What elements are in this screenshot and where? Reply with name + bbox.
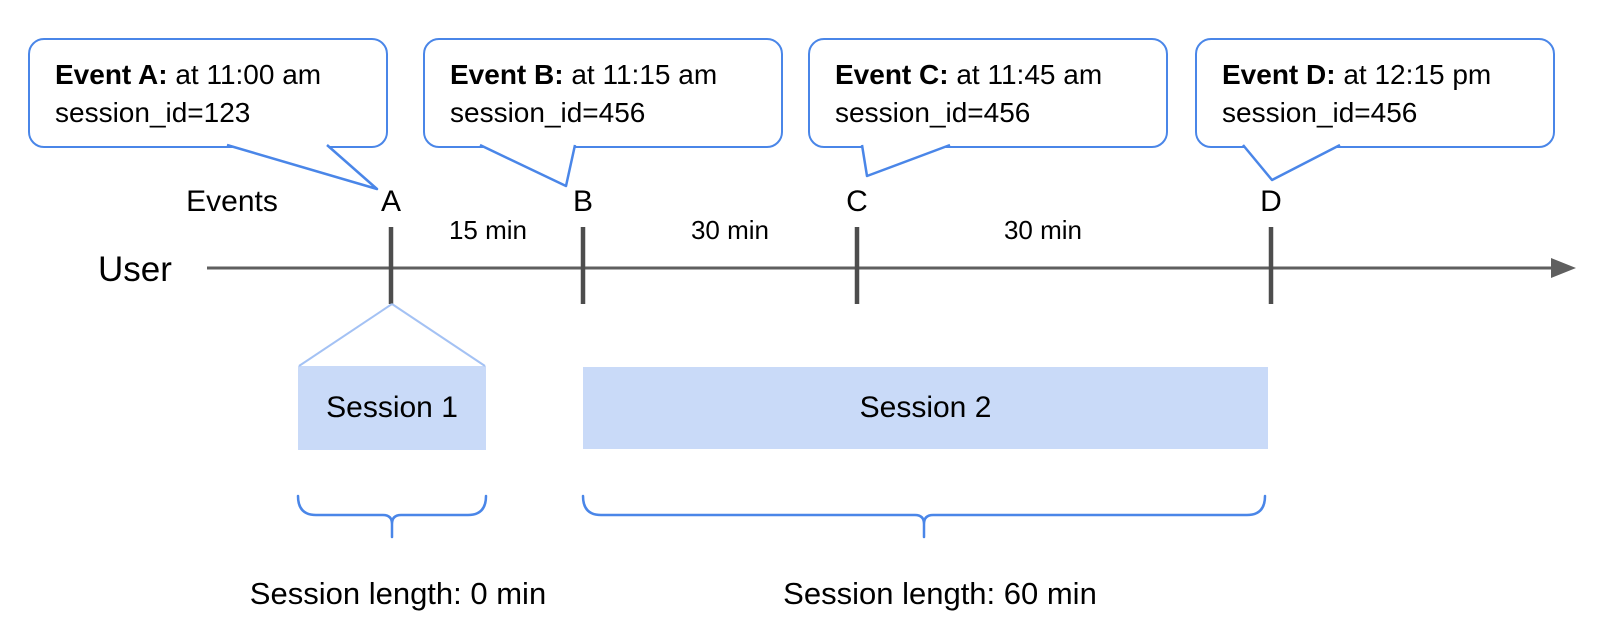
callout-event-b-time: at 11:15 am (563, 59, 718, 90)
callout-event-c-line1: Event C: at 11:45 am (835, 56, 1146, 94)
session-1-label: Session 1 (326, 391, 458, 424)
callout-event-b-line1: Event B: at 11:15 am (450, 56, 761, 94)
session-1-brace (296, 494, 488, 539)
timeline-arrowhead-icon (1551, 258, 1576, 278)
callout-event-a-time: at 11:00 am (167, 59, 322, 90)
callout-event-b-title: Event B: (450, 59, 564, 90)
event-letter-c: C (846, 185, 868, 218)
callout-b-tail (479, 143, 577, 188)
interval-b-c-label: 30 min (690, 215, 770, 245)
session-2-label: Session 2 (859, 391, 992, 424)
callout-event-c: Event C: at 11:45 am session_id=456 (808, 38, 1168, 148)
session-2-length-label: Session length: 60 min (783, 576, 1097, 611)
callout-event-a-session-id: session_id=123 (55, 97, 251, 128)
callout-event-c-session-id: session_id=456 (835, 97, 1031, 128)
callout-d-tail (1242, 143, 1341, 182)
session-1-box: Session 1 (298, 366, 486, 450)
session-1-length-label: Session length: 0 min (249, 576, 547, 611)
callout-event-a-line1: Event A: at 11:00 am (55, 56, 366, 94)
callout-event-c-title: Event C: (835, 59, 949, 90)
user-axis-label: User (98, 250, 172, 289)
callout-event-d-title: Event D: (1222, 59, 1336, 90)
interval-c-d-label: 30 min (1003, 215, 1083, 245)
event-letter-b: B (572, 185, 594, 218)
event-letter-a: A (380, 185, 402, 218)
callout-a-tail (226, 143, 379, 191)
callout-event-a: Event A: at 11:00 am session_id=123 (28, 38, 388, 148)
callout-event-d-line1: Event D: at 12:15 pm (1222, 56, 1533, 94)
session-2-brace (581, 494, 1267, 539)
session-1-funnel-left-line (298, 303, 393, 367)
callout-event-c-time: at 11:45 am (948, 59, 1103, 90)
interval-a-b-label: 15 min (448, 215, 528, 245)
callout-event-d-time: at 12:15 pm (1335, 59, 1492, 90)
session-1-funnel-right-line (391, 303, 486, 367)
callout-event-d-session-id: session_id=456 (1222, 97, 1418, 128)
callout-event-a-title: Event A: (55, 59, 168, 90)
events-row-label: Events (186, 185, 278, 218)
callout-event-b: Event B: at 11:15 am session_id=456 (423, 38, 783, 148)
event-letter-d: D (1260, 185, 1282, 218)
callout-c-tail (860, 143, 951, 178)
session-2-box: Session 2 (583, 367, 1268, 449)
callout-event-b-session-id: session_id=456 (450, 97, 646, 128)
callout-event-d: Event D: at 12:15 pm session_id=456 (1195, 38, 1555, 148)
